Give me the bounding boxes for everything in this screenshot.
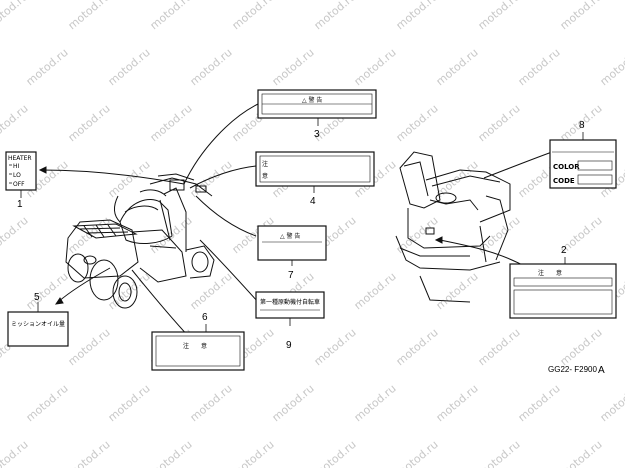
callout-8: 8 COLOR CODE: [549, 120, 617, 189]
callout-9: 第一種原動機付自転車 9: [255, 291, 325, 351]
watermark-text: motod.ru: [66, 0, 113, 32]
watermark-text: motod.ru: [188, 382, 235, 424]
watermark-text: motod.ru: [434, 270, 481, 312]
watermark-text: motod.ru: [476, 102, 523, 144]
seat-frame-illustration: [395, 151, 511, 303]
watermark-text: motod.ru: [106, 46, 153, 88]
watermark-text: motod.ru: [270, 382, 317, 424]
watermark-text: motod.ru: [24, 382, 71, 424]
label-1-line-3: LO: [13, 172, 21, 179]
watermark-text: motod.ru: [394, 214, 441, 256]
watermark-text: motod.ru: [476, 0, 523, 32]
label-1-line-1: HEATER: [8, 155, 32, 162]
watermark-text: motod.ru: [434, 46, 481, 88]
watermark-text: motod.ru: [66, 326, 113, 368]
label-6-text: 注 意: [183, 342, 207, 350]
watermark-text: motod.ru: [516, 46, 563, 88]
label-7-text: △ 警 告: [280, 232, 300, 240]
watermark-text: motod.ru: [0, 214, 31, 256]
label-7-frame: [257, 225, 327, 261]
watermark-text: motod.ru: [66, 438, 113, 468]
diagram-suffix: A: [598, 365, 605, 376]
callout-number-1: 1: [17, 199, 23, 210]
watermark-text: motod.ru: [476, 326, 523, 368]
watermark-text: motod.ru: [188, 270, 235, 312]
watermark-text: motod.ru: [0, 0, 31, 32]
label-6-frame: [151, 331, 245, 371]
callout-number-4: 4: [310, 196, 316, 207]
watermark-text: motod.ru: [352, 270, 399, 312]
label-5-frame: [7, 311, 69, 347]
label-5-text: ミッションオイル量: [11, 321, 65, 328]
watermark-text: motod.ru: [558, 326, 605, 368]
label-8-code: CODE: [553, 177, 575, 185]
watermark-text: motod.ru: [0, 102, 31, 144]
watermark-text: motod.ru: [148, 438, 195, 468]
watermark-text: motod.ru: [394, 0, 441, 32]
watermark-text: motod.ru: [558, 438, 605, 468]
watermark-text: motod.ru: [106, 158, 153, 200]
label-2-frame: [509, 263, 617, 319]
watermark-text: motod.ru: [188, 46, 235, 88]
callout-number-3: 3: [314, 129, 320, 140]
watermark-text: motod.ru: [312, 438, 359, 468]
callout-number-9: 9: [286, 340, 292, 351]
watermark-text: motod.ru: [24, 270, 71, 312]
label-9-text: 第一種原動機付自転車: [260, 298, 320, 306]
watermark-text: motod.ru: [312, 0, 359, 32]
watermark-text: motod.ru: [0, 438, 31, 468]
callout-number-2: 2: [561, 245, 567, 256]
watermark-text: motod.ru: [476, 438, 523, 468]
watermark-text: motod.ru: [352, 46, 399, 88]
callout-3: △ 警 告 3: [257, 89, 377, 140]
label-4-frame: [255, 151, 375, 187]
watermark-text: motod.ru: [394, 438, 441, 468]
watermark-text: motod.ru: [598, 46, 625, 88]
diagram-code: GG22- F2900: [548, 365, 597, 374]
callout-7: △ 警 告 7: [257, 225, 327, 281]
callout-1: HEATER HI LO OFF 1: [5, 151, 37, 210]
watermark-text: motod.ru: [558, 0, 605, 32]
watermark-text: motod.ru: [230, 0, 277, 32]
watermark-text: motod.ru: [230, 438, 277, 468]
watermark-text: motod.ru: [148, 0, 195, 32]
callout-number-5: 5: [34, 292, 40, 303]
callout-6: 6 注 意: [151, 312, 245, 371]
label-9-frame: [255, 291, 325, 319]
leader-lines: [38, 103, 553, 339]
label-1-line-2: HI: [13, 163, 20, 170]
watermark-text: motod.ru: [270, 46, 317, 88]
label-4-line-2: 意: [262, 172, 268, 180]
watermark-text: motod.ru: [312, 326, 359, 368]
label-4-line-1: 注: [262, 160, 268, 168]
label-3-text: △ 警 告: [302, 96, 322, 104]
watermark-text: motod.ru: [516, 382, 563, 424]
callout-4: 注 意 4: [255, 151, 375, 207]
label-2-text: 注 意: [538, 269, 562, 277]
atv-illustration: [65, 173, 215, 309]
watermark-text: motod.ru: [106, 382, 153, 424]
watermark-text: motod.ru: [394, 102, 441, 144]
watermark-text: motod.ru: [24, 46, 71, 88]
label-8-color: COLOR: [553, 163, 580, 171]
watermark-text: motod.ru: [394, 326, 441, 368]
label-1-line-4: OFF: [13, 181, 25, 188]
callout-2: 2 注 意: [509, 245, 617, 319]
watermark-text: motod.ru: [434, 382, 481, 424]
callout-number-6: 6: [202, 312, 208, 323]
label-8-frame: [549, 139, 617, 189]
watermark-text: motod.ru: [598, 382, 625, 424]
callout-number-7: 7: [288, 270, 294, 281]
watermark-text: motod.ru: [352, 382, 399, 424]
watermark-text: motod.ru: [148, 102, 195, 144]
watermark-text: motod.ru: [66, 102, 113, 144]
callout-number-8: 8: [579, 120, 585, 131]
callout-5: 5 ミッションオイル量: [7, 292, 69, 347]
